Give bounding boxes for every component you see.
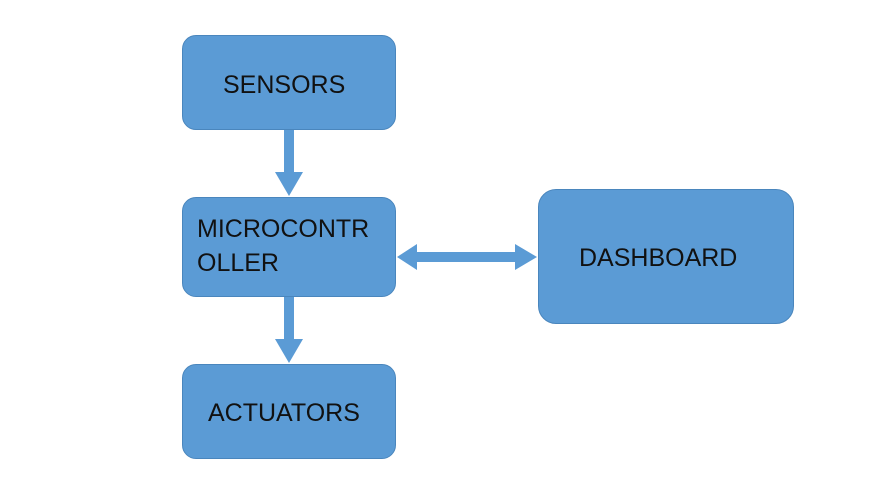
edge-microcontroller-to-actuators xyxy=(275,297,303,363)
microcontroller-label-line-1: MICROCONTR xyxy=(197,215,370,243)
sensors-label-line: SENSORS xyxy=(223,71,346,99)
dashboard-label: DASHBOARD xyxy=(579,241,737,275)
dashboard-label-line: DASHBOARD xyxy=(579,244,738,272)
actuators-label: ACTUATORS xyxy=(208,396,360,430)
edge-microcontroller-dashboard xyxy=(397,244,537,270)
dashboard-node: DASHBOARD xyxy=(538,189,794,324)
edge-sensors-to-microcontroller xyxy=(275,130,303,196)
sensors-node: SENSORS xyxy=(182,35,396,130)
actuators-label-line: ACTUATORS xyxy=(208,399,360,427)
actuators-node: ACTUATORS xyxy=(182,364,396,459)
microcontroller-label-line-2: OLLER xyxy=(197,249,279,277)
microcontroller-node: MICROCONTR OLLER xyxy=(182,197,396,297)
microcontroller-label: MICROCONTR OLLER xyxy=(197,212,369,280)
sensors-label: SENSORS xyxy=(223,68,345,102)
